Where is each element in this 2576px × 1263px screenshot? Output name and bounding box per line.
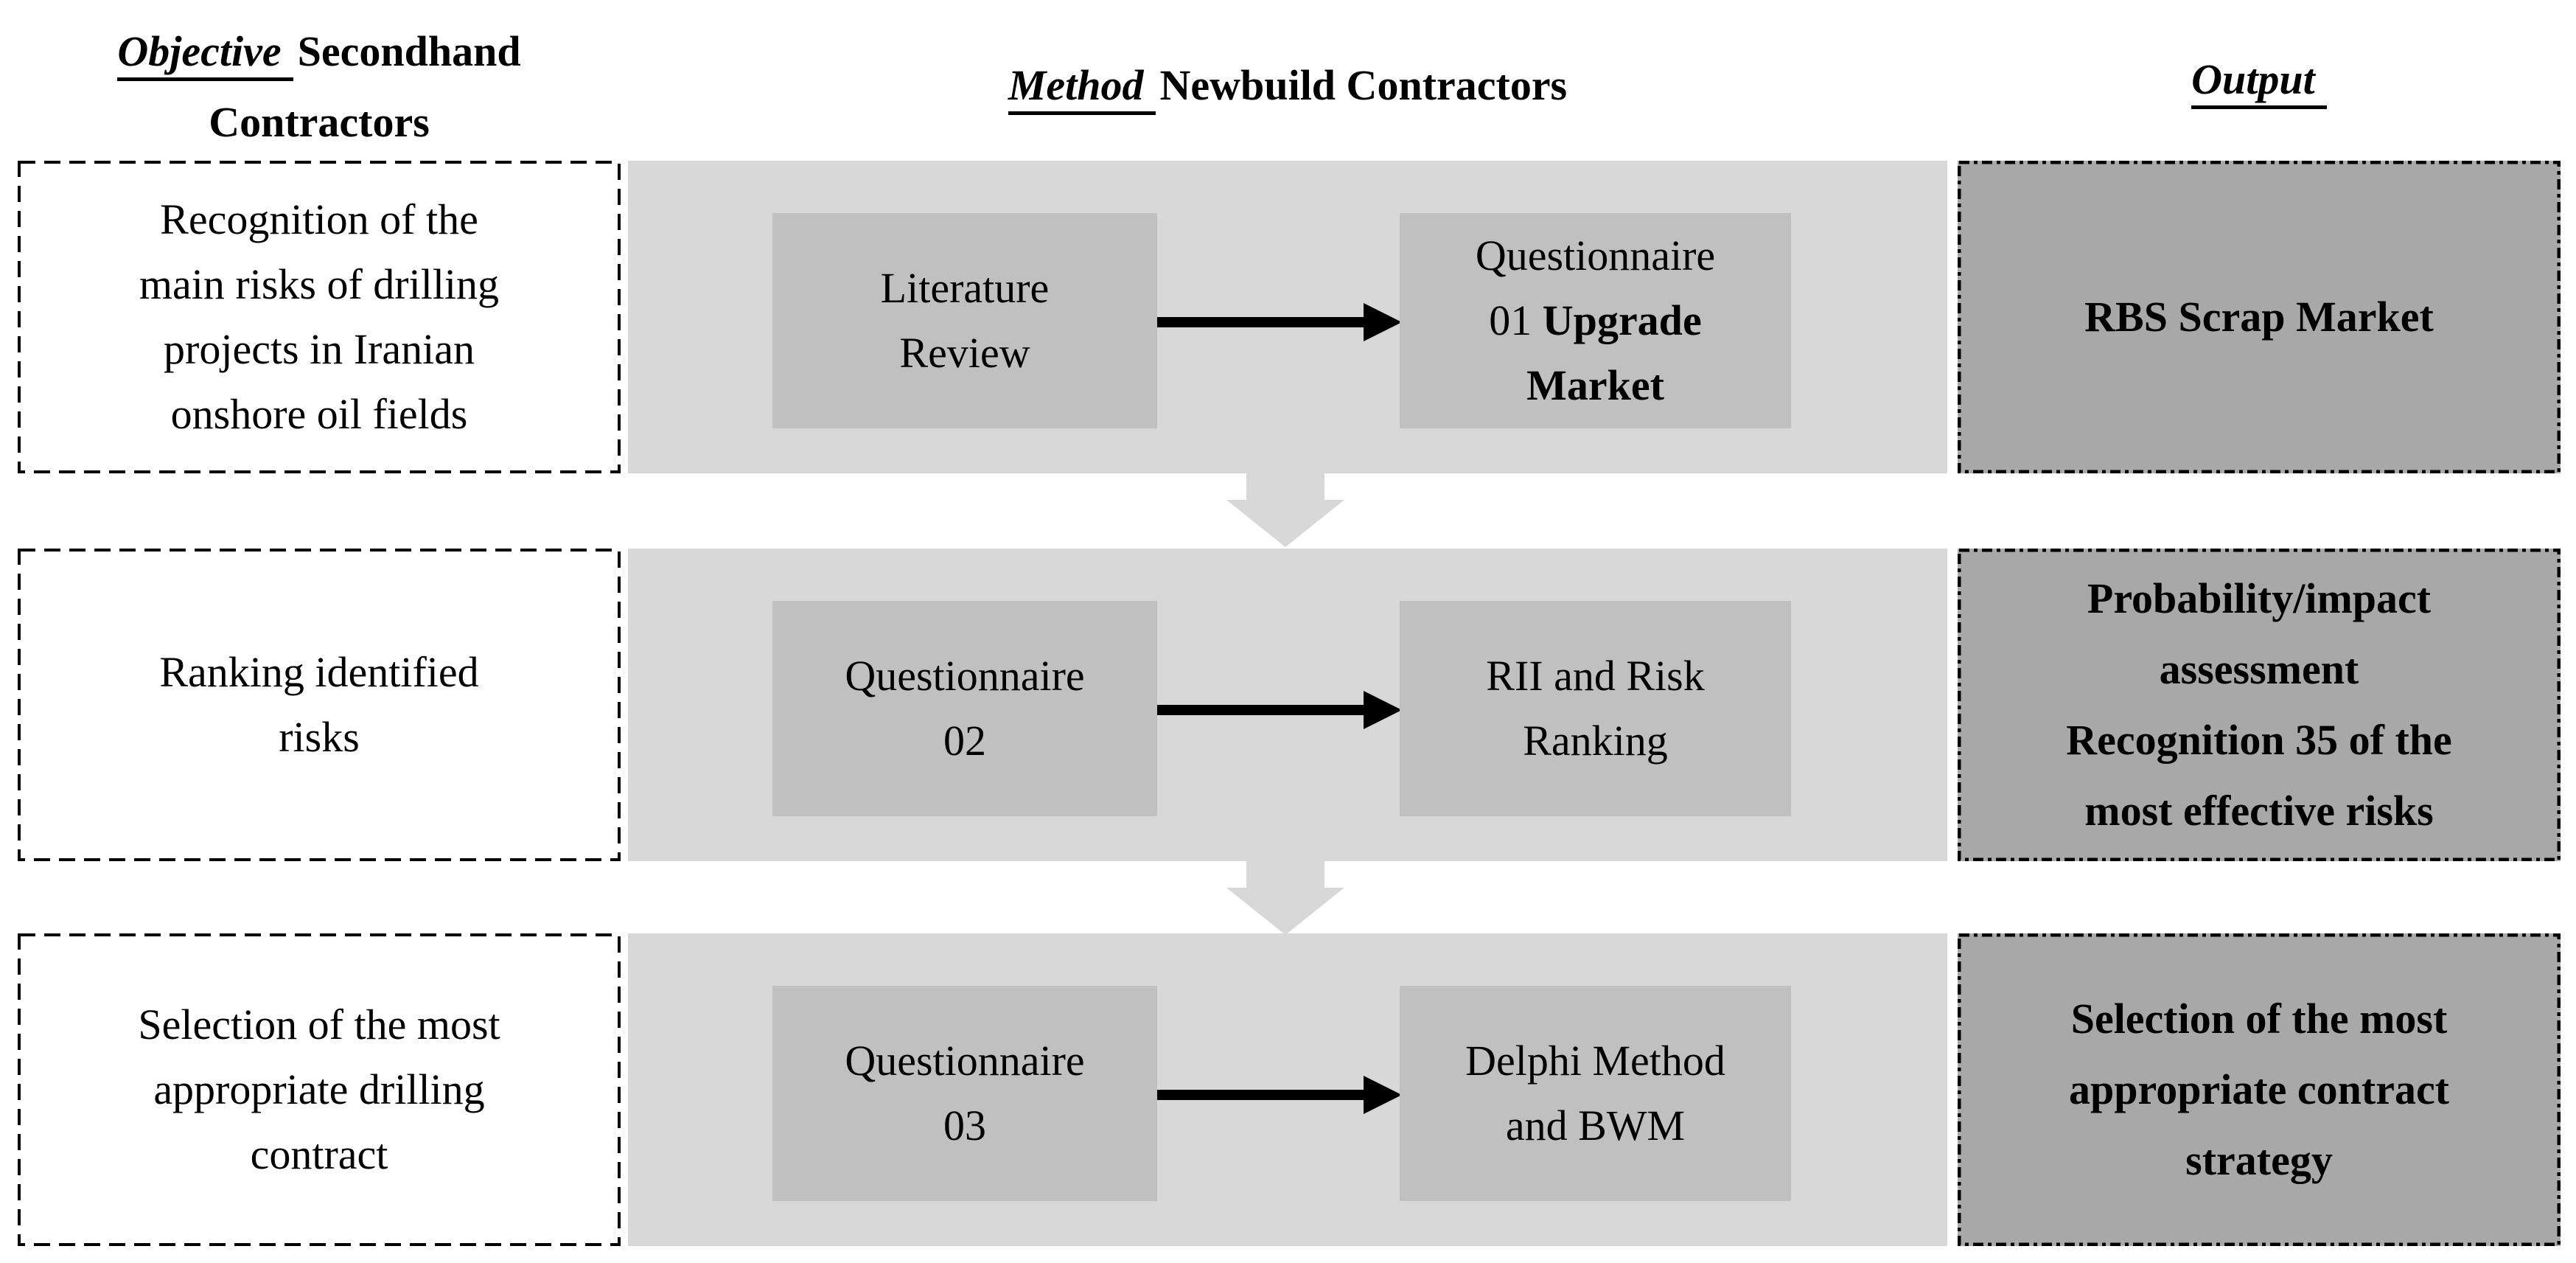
method-step2-box-row1: Questionnaire 01 Upgrade Market [1400, 213, 1791, 428]
objective-text-row2: Ranking identified risks [159, 648, 479, 761]
method-step2-regular: Delphi Method and BWM [1465, 1037, 1725, 1149]
method-step2-text-row2: RII and Risk Ranking [1479, 644, 1711, 773]
output-box-row3: Selection of the most appropriate contra… [1958, 933, 2561, 1246]
arrow-head-icon [1364, 303, 1402, 341]
right-arrow-row3 [1157, 1076, 1402, 1114]
arrow-head-icon [1364, 691, 1402, 729]
method-step2-bold: Upgrade Market [1526, 296, 1702, 409]
flow-row-1: Recognition of the main risks of drillin… [0, 161, 2576, 473]
method-keyword: Method [1008, 61, 1156, 115]
method-band-row2: Questionnaire 02 RII and Risk Ranking [628, 549, 1947, 861]
arrow-shaft [1157, 705, 1366, 715]
down-arrow-icon-2 [1226, 861, 1344, 935]
down-arrow-shaft [1246, 861, 1324, 888]
objective-text-row3: Selection of the most appropriate drilli… [138, 1001, 500, 1178]
method-step2-box-row3: Delphi Method and BWM [1400, 986, 1791, 1201]
objective-box-row3: Selection of the most appropriate drilli… [18, 933, 621, 1246]
arrow-shaft [1157, 1090, 1366, 1100]
method-step1-text-row1: Literature Review [880, 264, 1050, 377]
down-arrow-shaft [1246, 473, 1324, 500]
flow-row-3: Selection of the most appropriate drilli… [0, 933, 2576, 1246]
method-step2-text-row3: Delphi Method and BWM [1458, 1029, 1733, 1158]
objective-header-rest: Secondhand Contractors [209, 27, 521, 146]
method-step1-box-row3: Questionnaire 03 [772, 986, 1157, 1201]
objective-box-row2: Ranking identified risks [18, 549, 621, 861]
output-column-header: Output [1958, 44, 2561, 115]
objective-box-row1: Recognition of the main risks of drillin… [18, 161, 621, 473]
method-step1-box-row2: Questionnaire 02 [772, 601, 1157, 816]
output-text-row2: Probability/impact assessment Recognitio… [2066, 574, 2452, 835]
method-step2-box-row2: RII and Risk Ranking [1400, 601, 1791, 816]
method-band-row3: Questionnaire 03 Delphi Method and BWM [628, 933, 1947, 1246]
objective-keyword: Objective [117, 27, 293, 81]
output-keyword: Output [2191, 55, 2327, 109]
down-arrow-head [1226, 500, 1344, 547]
right-arrow-row1 [1157, 303, 1402, 341]
flow-row-2: Ranking identified risks Questionnaire 0… [0, 549, 2576, 861]
method-band-row1: Literature Review Questionnaire 01 Upgra… [628, 161, 1947, 473]
method-step1-text-row3: Questionnaire 03 [845, 1037, 1085, 1149]
objective-text-row1: Recognition of the main risks of drillin… [139, 195, 500, 438]
down-arrow-icon-1 [1226, 473, 1344, 547]
method-step2-regular: RII and Risk Ranking [1486, 652, 1705, 765]
down-arrow-head [1226, 888, 1344, 935]
output-text-row3: Selection of the most appropriate contra… [2069, 995, 2449, 1184]
output-box-row1: RBS Scrap Market [1958, 161, 2561, 473]
method-step2-text-row1: Questionnaire 01 Upgrade Market [1468, 223, 1722, 418]
method-step1-box-row1: Literature Review [772, 213, 1157, 428]
arrow-head-icon [1364, 1076, 1402, 1114]
right-arrow-row2 [1157, 691, 1402, 729]
method-step1-text-row2: Questionnaire 02 [845, 652, 1085, 765]
arrow-shaft [1157, 317, 1366, 327]
output-text-row1: RBS Scrap Market [2084, 293, 2434, 341]
output-box-row2: Probability/impact assessment Recognitio… [1958, 549, 2561, 861]
method-step2-regular: Questionnaire 01 [1475, 232, 1716, 344]
method-header-rest: Newbuild Contractors [1159, 61, 1568, 109]
